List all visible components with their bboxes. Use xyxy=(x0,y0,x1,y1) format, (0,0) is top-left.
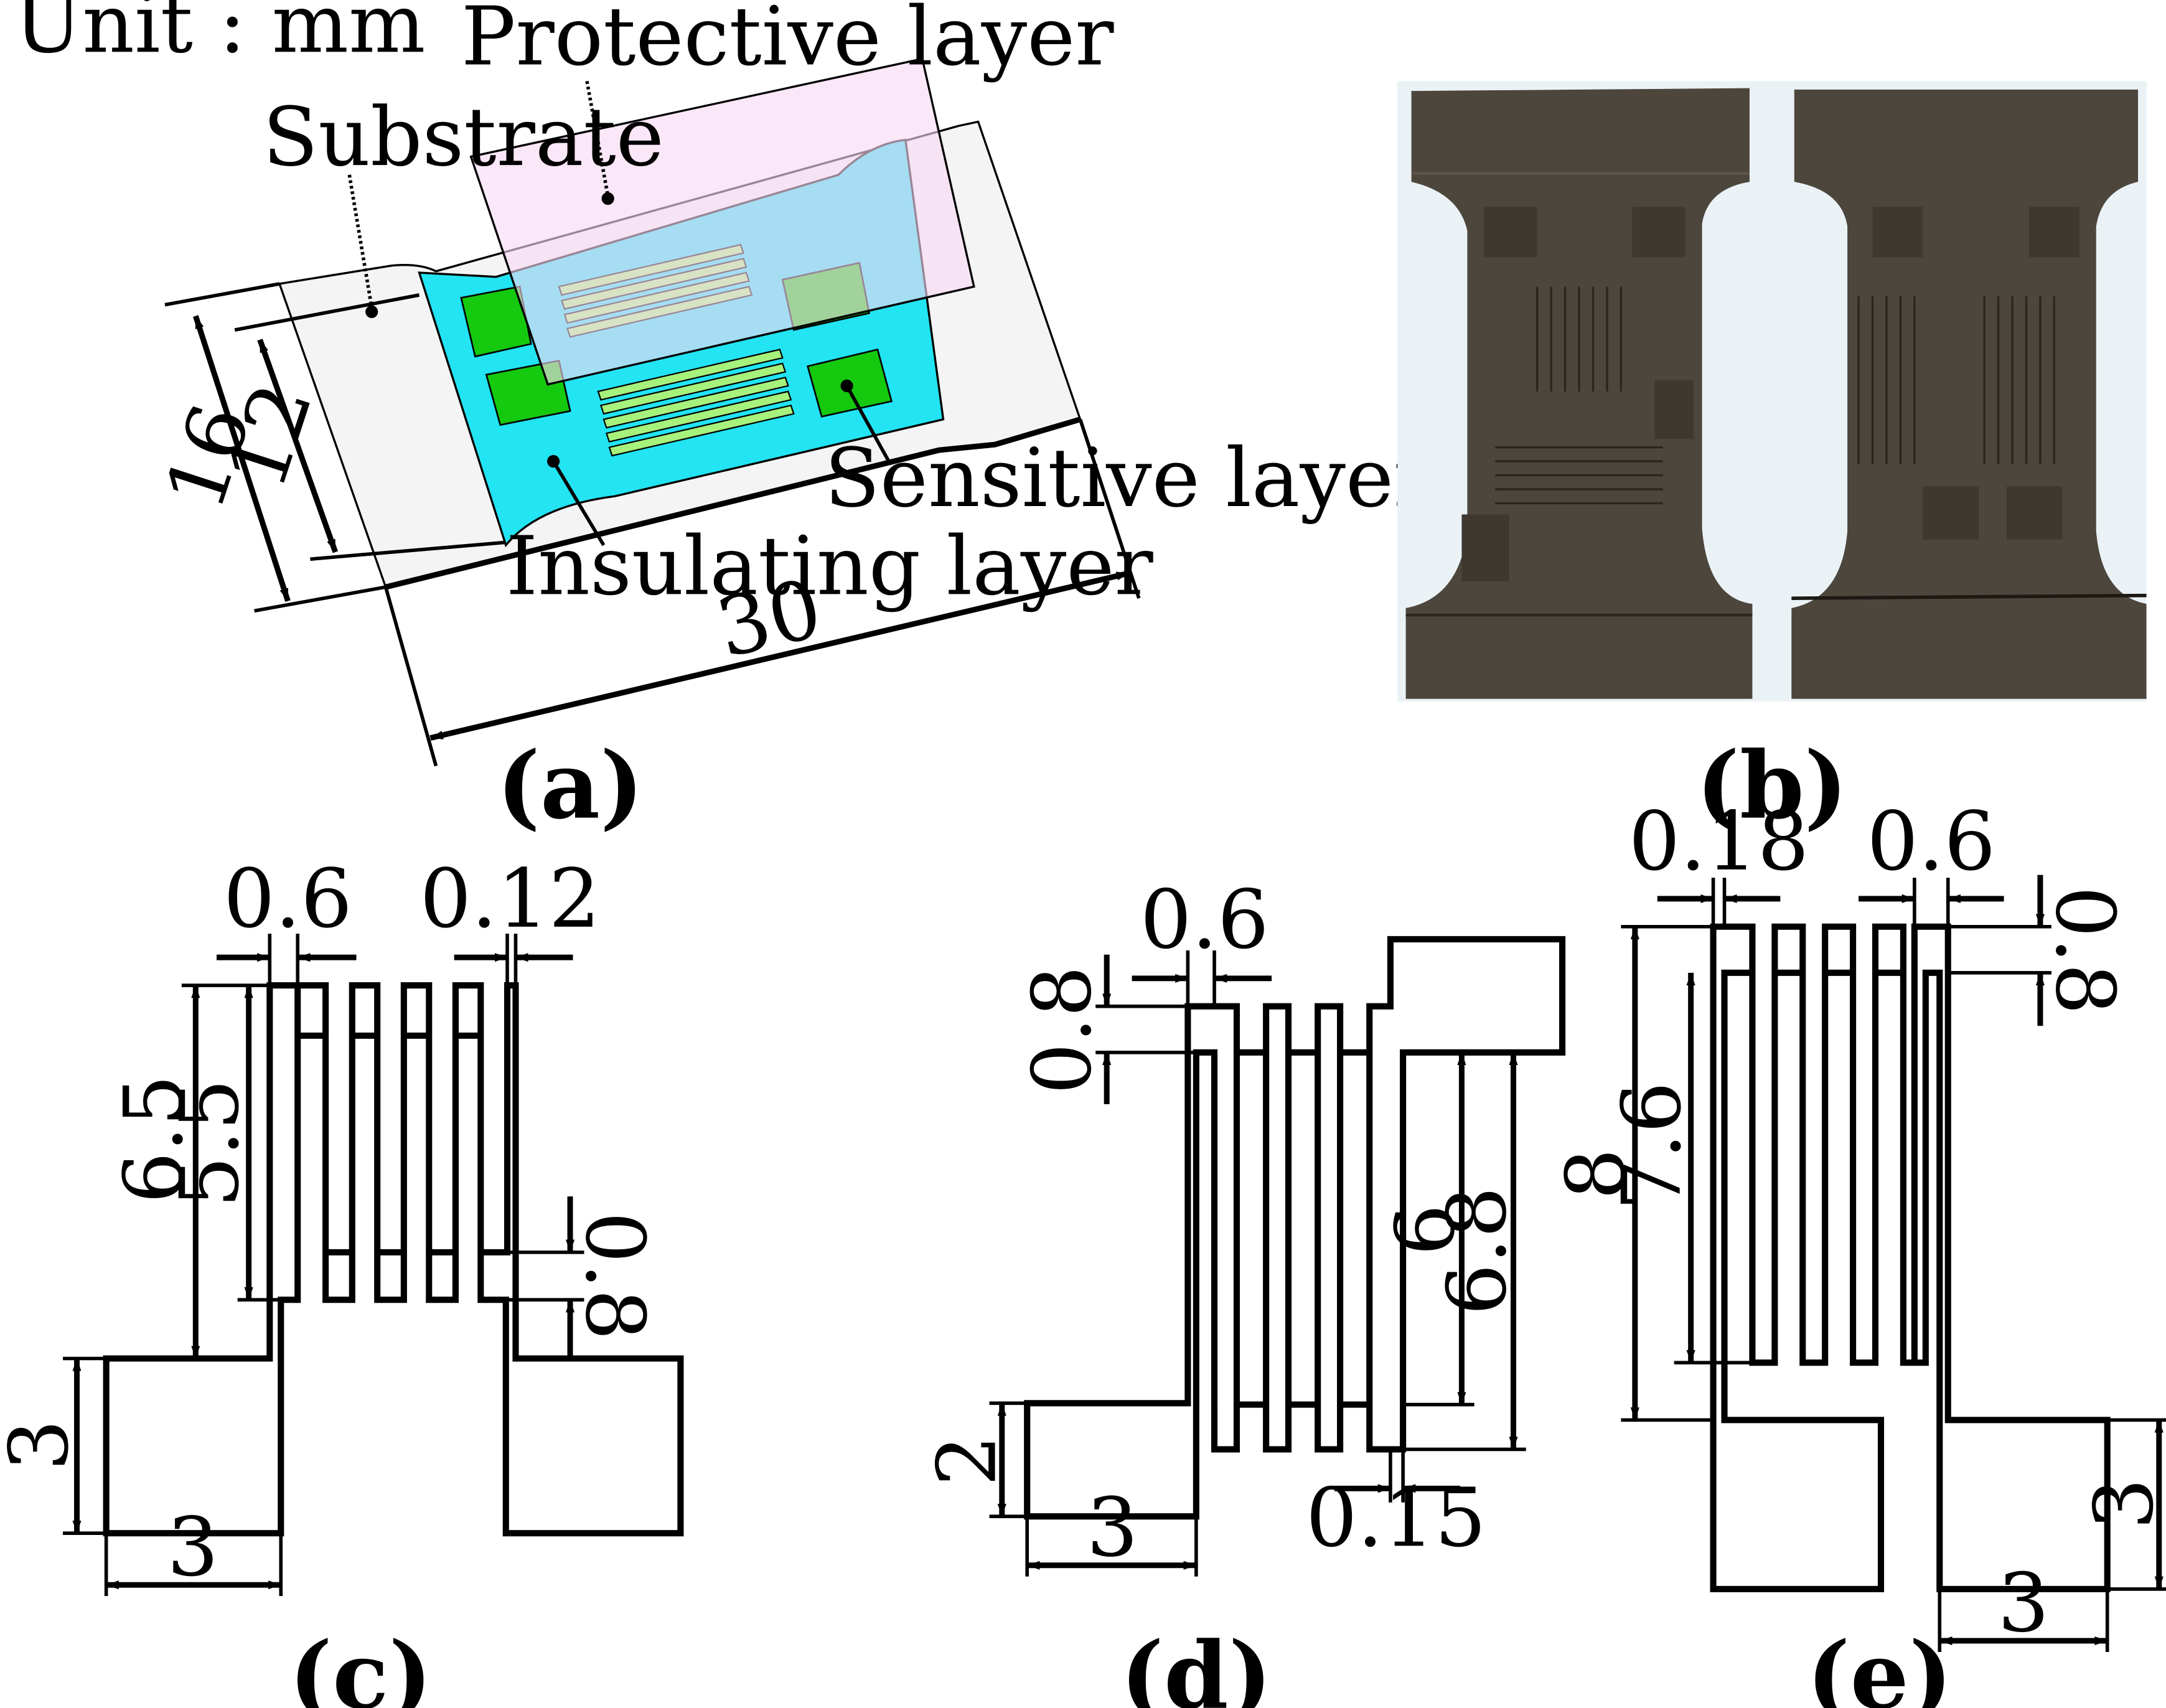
photo-gratings xyxy=(1495,286,2056,505)
dim-c-gap: 0.8 xyxy=(568,1211,662,1340)
dimensions-a xyxy=(164,282,1141,767)
dim-e-gap: 0.8 xyxy=(2038,886,2132,1015)
substrate-label: Substrate xyxy=(263,90,664,184)
caption-e: (e) xyxy=(1806,1621,1953,1708)
caption-a: (a) xyxy=(497,731,644,840)
dim-e-pitch: 0.6 xyxy=(1867,794,1995,889)
dim-e-inner: 7.6 xyxy=(1605,1082,1699,1211)
panel-e: 0.18 0.6 0.8 8 7.6 3 3 (e) xyxy=(1549,794,2166,1708)
protective-layer-shape xyxy=(469,57,975,386)
dim-c-pad-h: 3 xyxy=(0,1419,87,1471)
dim-c-pitch: 0.6 xyxy=(223,852,352,946)
panel-b: (b) xyxy=(1397,81,2147,840)
dim-e-pad-w: 3 xyxy=(1998,1556,2050,1650)
dim-d-outer: 6.8 xyxy=(1430,1186,1524,1315)
caption-d: (d) xyxy=(1120,1621,1272,1708)
dim-e-outer: 8 xyxy=(1549,1148,1643,1200)
insulating-layer-label: Insulating layer xyxy=(506,518,1154,613)
dim-d-pad-h: 2 xyxy=(920,1435,1015,1486)
dim-d-pad-w: 3 xyxy=(1087,1480,1138,1575)
gauge-pattern-c xyxy=(103,982,684,1537)
caption-b: (b) xyxy=(1696,731,1848,840)
dim-30: 30 xyxy=(708,561,830,676)
leader-lines xyxy=(347,80,891,547)
dim-d-trace: 0.15 xyxy=(1306,1470,1486,1565)
panel-d: 0.6 0.8 6 6.8 0.15 2 3 (d) xyxy=(920,872,1566,1708)
unit-label: Unit : mm xyxy=(14,0,425,71)
panel-c: 0.6 0.12 6.5 5.5 0.8 3 3 (c) xyxy=(0,852,684,1708)
dim-c-inner: 5.5 xyxy=(162,1079,257,1208)
caption-c: (c) xyxy=(289,1621,432,1708)
sensitive-layer-label: Sensitive layer xyxy=(825,431,1433,525)
dimensions-d xyxy=(989,950,1526,1577)
protective-layer-label: Protective layer xyxy=(461,0,1114,83)
dim-c-trace: 0.12 xyxy=(420,852,601,946)
dimensions-e xyxy=(1621,875,2166,1652)
dim-d-inner: 6 xyxy=(1378,1204,1473,1256)
gauge-pattern-e xyxy=(1710,923,2111,1593)
photo-pads xyxy=(1461,207,2079,582)
dim-e-pad-h: 3 xyxy=(2077,1478,2166,1530)
gauge-pattern-d xyxy=(1024,936,1566,1520)
dimensions-c xyxy=(63,933,584,1597)
dim-c-pad-w: 3 xyxy=(167,1500,218,1595)
dim-d-gap: 0.8 xyxy=(1015,965,1109,1094)
dim-e-trace: 0.18 xyxy=(1629,794,1809,889)
dim-c-outer: 6.5 xyxy=(106,1074,201,1203)
dim-d-pitch: 0.6 xyxy=(1140,872,1269,967)
panel-a: Unit : mm xyxy=(14,0,1433,840)
